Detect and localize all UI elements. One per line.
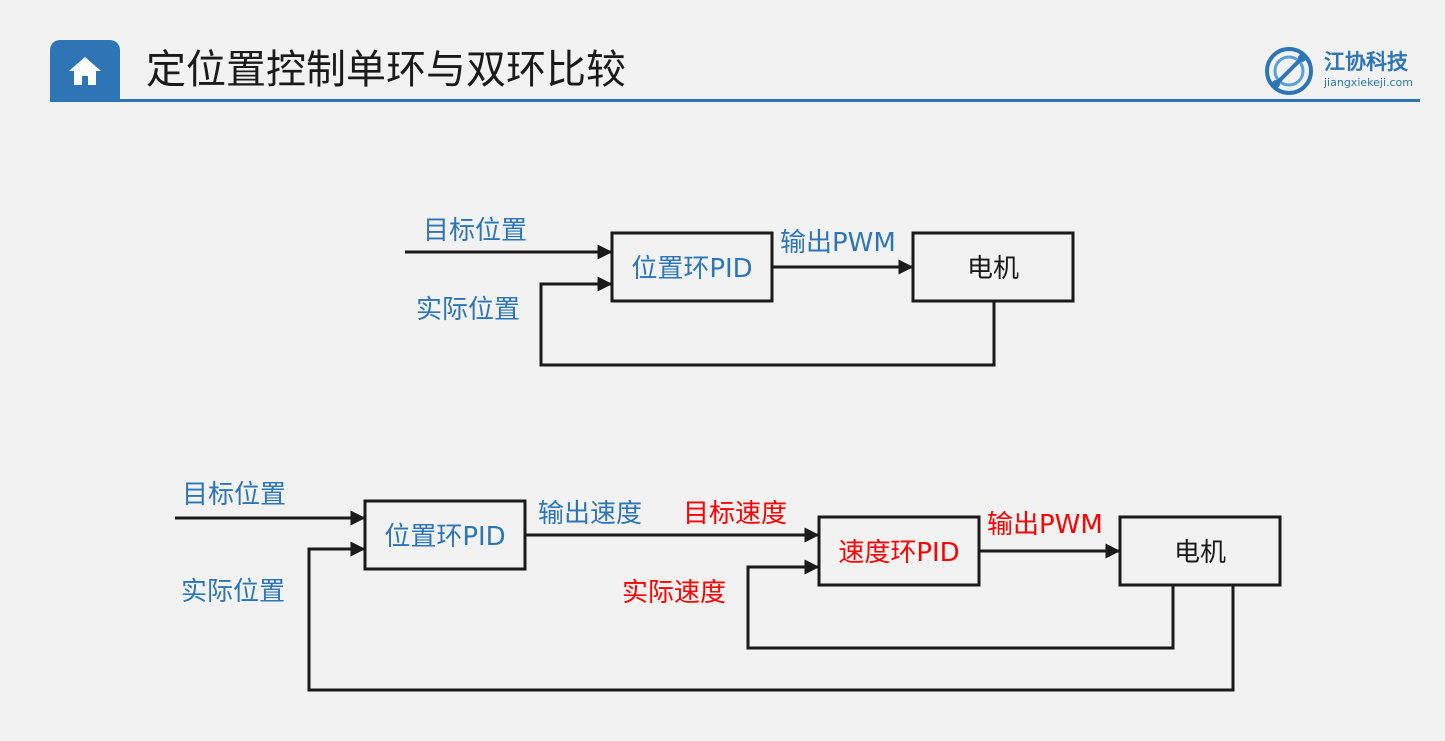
logo-emblem-icon	[1265, 47, 1313, 95]
double-loop-diagram: 目标位置 位置环PID 输出速度 目标速度 速度环PID 输出PWM 电机 实际…	[175, 480, 1282, 692]
single-motor-label: 电机	[967, 254, 1019, 284]
double-outer-feedback-line	[307, 541, 1235, 692]
double-target-label: 目标位置	[182, 480, 286, 510]
double-inner-feedback-line	[746, 559, 1175, 650]
logo-url: jiangxiekeji.com	[1324, 76, 1413, 89]
home-button[interactable]	[50, 40, 120, 102]
page-title: 定位置控制单环与双环比较	[146, 47, 626, 93]
double-motor-label: 电机	[1174, 538, 1226, 568]
single-output-label: 输出PWM	[780, 228, 896, 258]
single-feedback-label: 实际位置	[416, 295, 520, 325]
single-loop-diagram: 目标位置 位置环PID 输出PWM 电机 实际位置	[405, 216, 1075, 367]
single-target-label: 目标位置	[423, 216, 527, 246]
double-position-pid-label: 位置环PID	[384, 522, 505, 552]
header-divider	[50, 99, 1420, 102]
single-position-pid-label: 位置环PID	[631, 254, 752, 284]
single-feedback-line	[539, 276, 996, 367]
home-icon	[69, 57, 101, 85]
company-logo: 江协科技 jiangxiekeji.com	[1262, 44, 1422, 98]
double-inner-target-label: 目标速度	[683, 499, 787, 529]
logo-name: 江协科技	[1324, 50, 1408, 74]
double-feedback-label: 实际位置	[181, 577, 285, 607]
double-outer-output-label: 输出速度	[538, 499, 642, 529]
double-inner-output-label: 输出PWM	[987, 510, 1103, 540]
double-speed-pid-label: 速度环PID	[838, 538, 959, 568]
double-motor-block	[1118, 515, 1282, 587]
double-inner-feedback-label: 实际速度	[622, 578, 726, 608]
